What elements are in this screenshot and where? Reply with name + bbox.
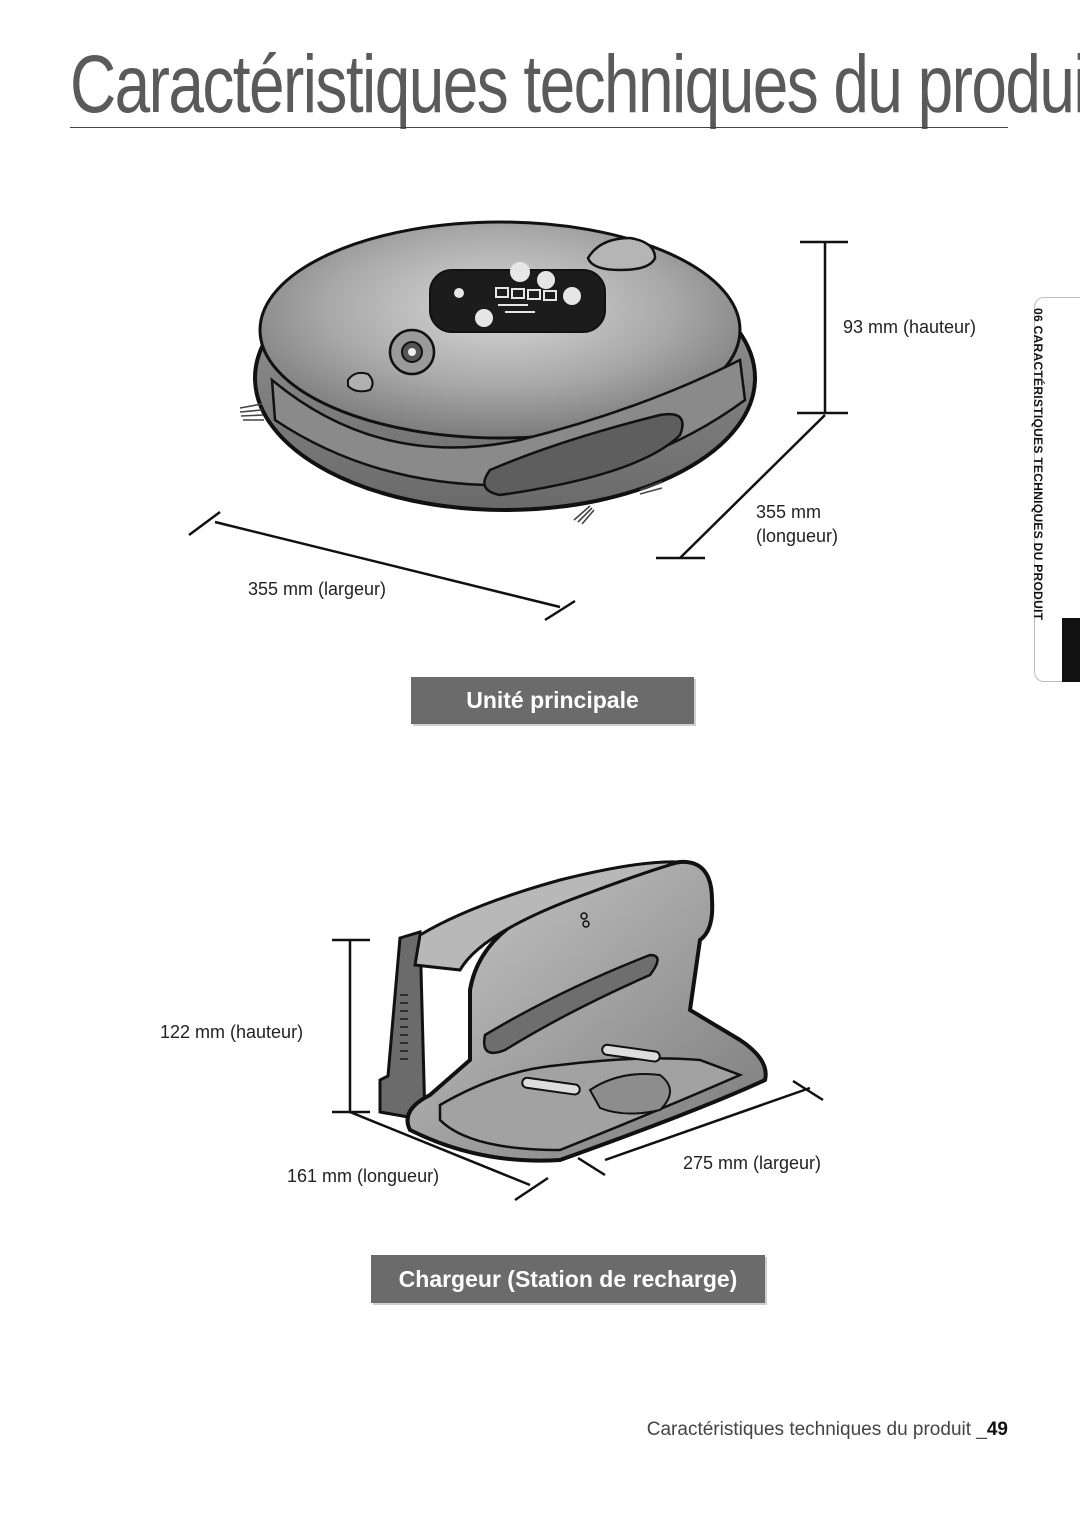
main-unit-caption: Unité principale <box>411 677 694 724</box>
robot-vacuum-illustration <box>239 220 757 525</box>
page-title: Caractéristiques techniques du produit <box>70 39 1080 130</box>
charging-station-illustration <box>378 859 768 1163</box>
page-footer: Caractéristiques techniques du produit _… <box>647 1419 1008 1441</box>
charger-length-label: 161 mm (longueur) <box>287 1166 440 1186</box>
charger-height-label: 122 mm (hauteur) <box>160 1022 304 1042</box>
main-unit-dimension-lines <box>188 240 848 622</box>
page-number: 49 <box>986 1419 1008 1440</box>
chapter-side-tab <box>1034 297 1080 682</box>
footer-text: Caractéristiques techniques du produit _ <box>646 1419 987 1440</box>
title-rule <box>70 127 1008 128</box>
charger-dimension-lines <box>332 938 824 1202</box>
main-unit-height-label: 93 mm (hauteur) <box>843 317 977 337</box>
main-unit-width-label: 355 mm (largeur) <box>248 579 387 599</box>
main-unit-length-label: (longueur) <box>756 526 839 546</box>
charger-caption: Chargeur (Station de recharge) <box>371 1255 765 1303</box>
chapter-tab-marker <box>1062 618 1080 682</box>
main-unit-length-value: 355 mm <box>756 502 822 522</box>
charger-width-label: 275 mm (largeur) <box>683 1153 822 1173</box>
